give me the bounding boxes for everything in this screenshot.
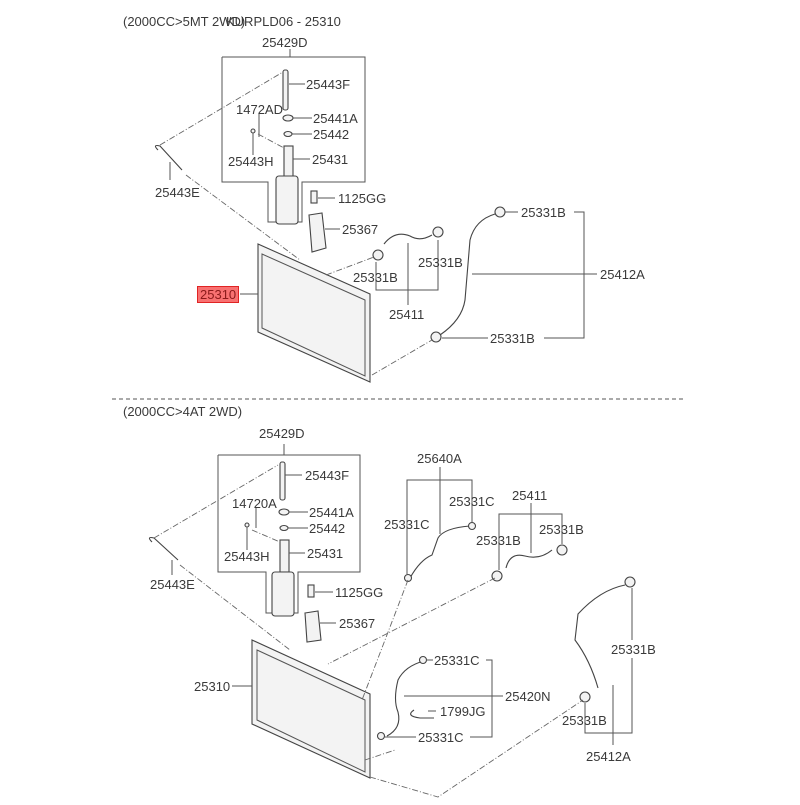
part-label[interactable]: 25310 (194, 679, 231, 694)
reservoir-group-bracket (221, 56, 366, 223)
part-label[interactable]: 25441A (309, 505, 354, 520)
part-label[interactable]: 25331C (449, 494, 495, 509)
clamp-part (579, 691, 591, 703)
clamp-part (467, 521, 477, 531)
section-4at (148, 444, 636, 798)
clamp-part (403, 573, 413, 583)
lower-hose-part (439, 213, 496, 336)
bracket-part (304, 610, 322, 643)
clamp-part (556, 544, 568, 556)
part-label[interactable]: 25431 (312, 152, 349, 167)
reservoir-tank (271, 571, 295, 617)
upper-hose-part (505, 549, 553, 569)
part-label[interactable]: 25442 (313, 127, 350, 142)
part-label[interactable]: 25331C (384, 517, 430, 532)
radiator-part (251, 639, 371, 779)
part-label[interactable]: 25443F (305, 468, 350, 483)
clamp-part (430, 331, 442, 343)
part-label[interactable]: 25331B (521, 205, 566, 220)
part-label[interactable]: 1799JG (440, 704, 486, 719)
clamp-part (494, 206, 506, 218)
oc-hose-part (386, 660, 425, 737)
clamp-part (372, 249, 384, 261)
part-label[interactable]: 25412A (600, 267, 645, 282)
part-label-highlighted[interactable]: 25310 (197, 286, 240, 303)
bolt-part (310, 190, 318, 204)
part-label[interactable]: 25331B (490, 331, 535, 346)
filler-part (283, 145, 294, 179)
bolt-part (307, 584, 315, 598)
overflow-hose-part (148, 536, 179, 561)
clip-part (410, 709, 434, 719)
part-label[interactable]: 25442 (309, 521, 346, 536)
part-label[interactable]: 1125GG (335, 585, 384, 600)
part-label[interactable]: 25331C (418, 730, 464, 745)
lower-hose-part (574, 584, 626, 689)
section-title-5mt: (2000CC>5MT 2WD) (123, 14, 246, 29)
part-label[interactable]: 25411 (389, 307, 425, 322)
part-label[interactable]: 25429D (259, 426, 305, 441)
reservoir-tank (275, 175, 299, 225)
hose-f-part (279, 461, 286, 501)
part-label[interactable]: 25412A (586, 749, 631, 764)
part-label[interactable]: 25331B (539, 522, 584, 537)
part-label[interactable]: 25331B (476, 533, 521, 548)
upper-hose-part (383, 233, 433, 245)
part-label[interactable]: 25443H (228, 154, 274, 169)
hose-f-part (282, 69, 289, 111)
clamp-part (491, 570, 503, 582)
part-label[interactable]: 25331B (562, 713, 607, 728)
radiator-part (257, 243, 371, 383)
part-label[interactable]: 25331C (434, 653, 480, 668)
part-label[interactable]: 25431 (307, 546, 344, 561)
part-label[interactable]: 1125GG (338, 191, 387, 206)
part-label[interactable]: 25441A (313, 111, 358, 126)
part-label[interactable]: 25367 (342, 222, 379, 237)
part-label[interactable]: 25367 (339, 616, 376, 631)
part-label[interactable]: 1472AD (236, 102, 283, 117)
seal-part (283, 130, 293, 138)
clamp-part (376, 731, 386, 741)
clamp-part (418, 655, 428, 665)
seal-part (279, 524, 289, 532)
clamp-part (624, 576, 636, 588)
bracket-part (308, 212, 327, 253)
clamp-part (432, 226, 444, 238)
cap-part (278, 508, 290, 516)
part-label[interactable]: 25411 (512, 488, 548, 503)
cap-part (282, 114, 294, 122)
filler-part (279, 539, 290, 573)
part-label[interactable]: 25429D (262, 35, 308, 50)
section-title-4at: (2000CC>4AT 2WD) (123, 404, 243, 419)
part-label[interactable]: 25640A (417, 451, 462, 466)
part-label[interactable]: 25443E (155, 185, 200, 200)
section-5mt (154, 49, 597, 383)
diagram-code: KURPLD06 - 25310 (226, 14, 341, 29)
part-label[interactable]: 25331B (418, 255, 463, 270)
reservoir-group-bracket (217, 454, 361, 614)
oil-hose-part (409, 525, 471, 579)
part-label[interactable]: 25443H (224, 549, 270, 564)
part-label[interactable]: 25420N (505, 689, 551, 704)
part-label[interactable]: 25331B (611, 642, 656, 657)
part-label[interactable]: 25443E (150, 577, 195, 592)
part-label[interactable]: 25331B (353, 270, 398, 285)
part-label[interactable]: 25443F (306, 77, 351, 92)
part-label[interactable]: 14720A (232, 496, 277, 511)
overflow-hose-part (154, 144, 183, 171)
